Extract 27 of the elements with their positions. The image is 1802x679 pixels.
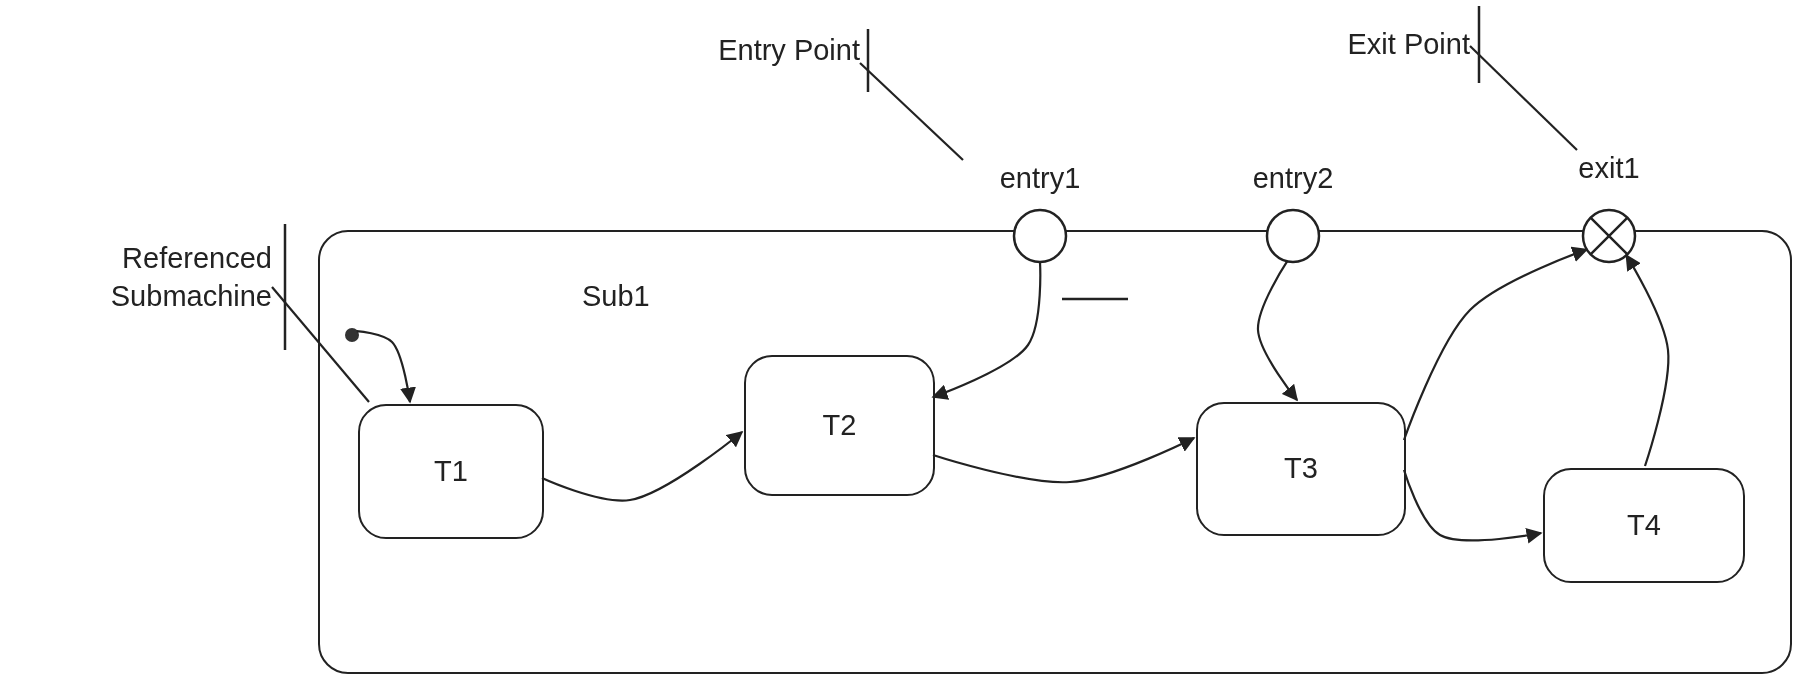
- state-box: [744, 355, 935, 496]
- transition-arrow: [931, 261, 1042, 400]
- transition-arrow: [1402, 469, 1543, 544]
- submachine-state-box: [318, 230, 1792, 674]
- transition-arrow: [1256, 260, 1298, 402]
- state-box: [1543, 468, 1745, 583]
- leader-line: [1469, 45, 1578, 151]
- callout-label: Entry Point: [690, 32, 860, 72]
- transition-arrow: [1625, 253, 1670, 467]
- transition-arrow: [1402, 246, 1589, 441]
- state-name: T3: [1284, 451, 1318, 487]
- state-name: T2: [822, 407, 857, 443]
- leader-line: [271, 286, 370, 403]
- point-name: exit1: [1577, 151, 1641, 186]
- callout-label: Referenced Submachine: [20, 240, 272, 320]
- state-box: [1196, 402, 1406, 536]
- state-box: [358, 404, 544, 539]
- leader-line: [859, 62, 964, 161]
- transition-arrow: [356, 330, 416, 404]
- state-name: Sub1: [582, 279, 650, 314]
- state-name: T4: [1627, 507, 1661, 543]
- point-name: entry2: [1251, 161, 1335, 196]
- transition-arrow: [541, 431, 744, 502]
- state-name: T1: [434, 453, 468, 489]
- callout-label: Exit Point: [1330, 26, 1470, 66]
- transition-arrow: [932, 437, 1196, 484]
- point-name: entry1: [998, 161, 1082, 196]
